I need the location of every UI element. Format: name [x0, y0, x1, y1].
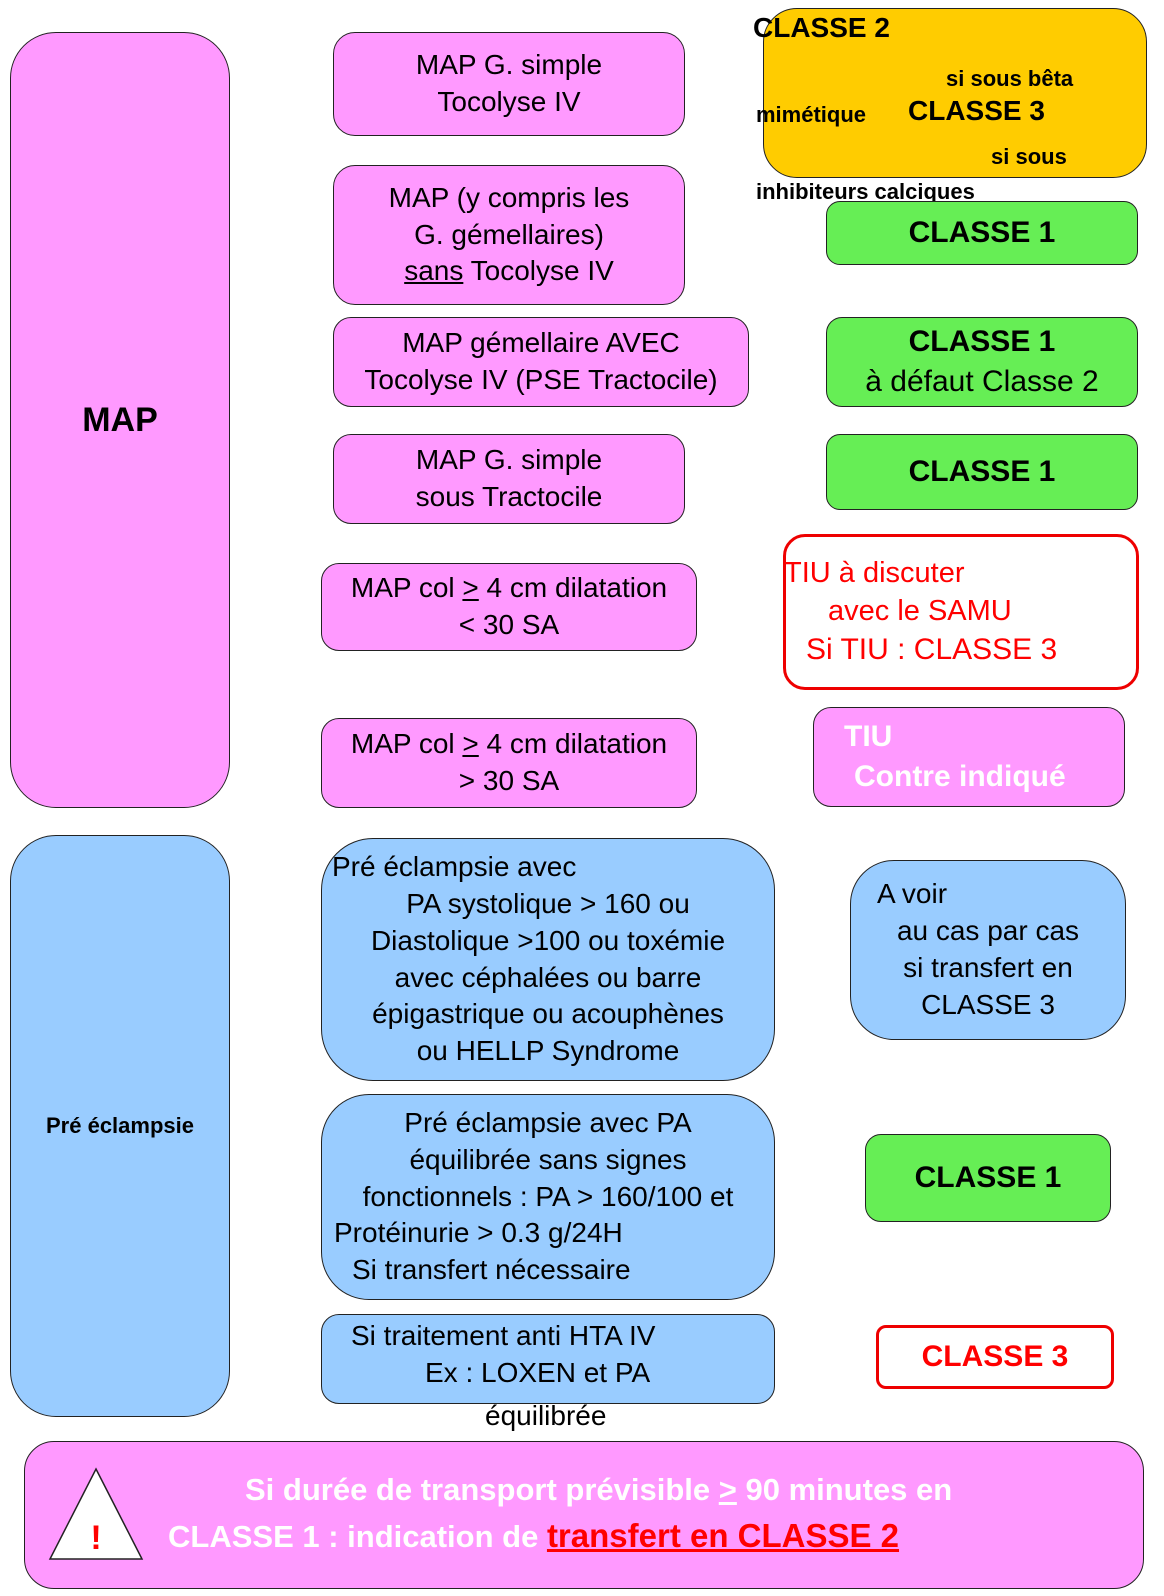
- map-result-6: TIU Contre indiqué: [813, 707, 1125, 807]
- map-result-1-text: CLASSE 2 si sous bêta mimétique CLASSE 3…: [753, 12, 1074, 204]
- map-condition-2: MAP (y compris les G. gémellaires) sans …: [333, 165, 685, 305]
- map-result-2: CLASSE 1: [826, 201, 1138, 265]
- preeclampsie-result-2: CLASSE 1: [865, 1134, 1111, 1222]
- map-result-4: CLASSE 1: [826, 434, 1138, 510]
- transport-warning-banner: [24, 1441, 1144, 1589]
- map-condition-3: MAP gémellaire AVEC Tocolyse IV (PSE Tra…: [333, 317, 749, 407]
- preeclampsie-condition-1: Pré éclampsie avec PA systolique > 160 o…: [321, 838, 775, 1081]
- map-condition-1: MAP G. simple Tocolyse IV: [333, 32, 685, 136]
- preeclampsie-category-label: Pré éclampsie: [46, 1113, 194, 1139]
- map-result-3: CLASSE 1 à défaut Classe 2: [826, 317, 1138, 407]
- warning-triangle-icon: !: [48, 1467, 144, 1560]
- map-condition-5: MAP col > 4 cm dilatation < 30 SA: [321, 563, 697, 651]
- map-condition-6: MAP col > 4 cm dilatation > 30 SA: [321, 718, 697, 808]
- map-result-5: TIU à discuter avec le SAMU Si TIU : CLA…: [783, 534, 1139, 690]
- preeclampsie-condition-3: [321, 1314, 775, 1404]
- map-category-label: MAP: [82, 400, 158, 439]
- preeclampsie-result-1: A voir au cas par cas si transfert en CL…: [850, 860, 1126, 1040]
- preeclampsie-result-3: CLASSE 3: [876, 1325, 1114, 1389]
- transfert-classe2-link: transfert en CLASSE 2: [546, 1517, 900, 1554]
- preeclampsie-condition-2: Pré éclampsie avec PA équilibrée sans si…: [321, 1094, 775, 1300]
- map-result-1-box: [763, 8, 1147, 178]
- map-condition-4: MAP G. simple sous Tractocile: [333, 434, 685, 524]
- preeclampsie-category-box: Pré éclampsie: [10, 835, 230, 1417]
- map-category-box: MAP: [10, 32, 230, 808]
- warning-exclamation: !: [90, 1519, 101, 1557]
